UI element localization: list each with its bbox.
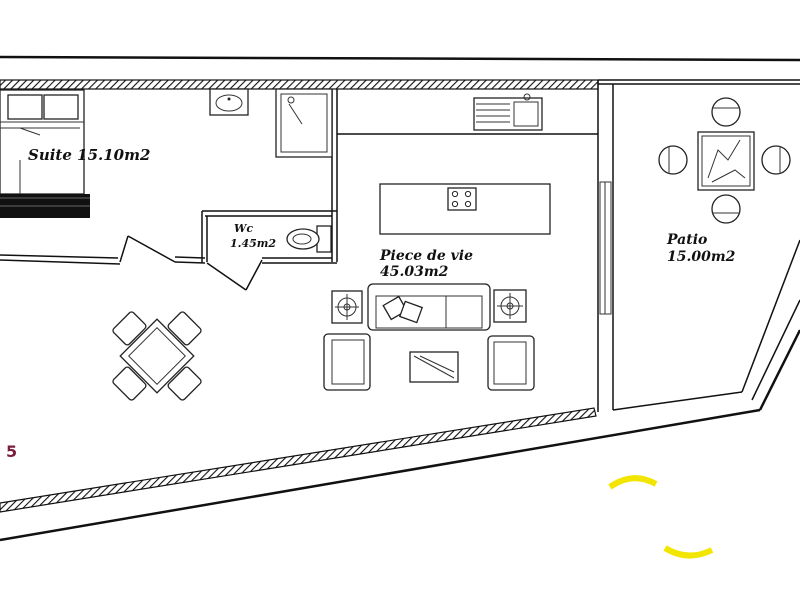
shower-tray	[275, 88, 333, 158]
cooktop	[447, 187, 477, 211]
toilet	[286, 225, 332, 253]
doors	[119, 235, 263, 291]
coffee-table	[409, 351, 459, 383]
compass-arc-top	[608, 475, 658, 490]
top-wall	[0, 79, 599, 90]
patio-chair-bottom	[711, 194, 741, 224]
kitchen-sink	[473, 97, 543, 131]
bathroom-fixtures	[209, 88, 333, 253]
bottom-wall	[0, 407, 597, 513]
edge-marker: 5	[6, 442, 17, 461]
dining-set	[112, 311, 202, 401]
room-label-suite-name: Suite 15.10m2	[28, 146, 150, 164]
compass-arc-bottom	[663, 545, 714, 559]
room-label-living-area: 45.03m2	[380, 264, 449, 280]
room-label-wc-area: 1.45m2	[230, 237, 276, 250]
room-label-living-name: Piece de vie	[379, 248, 473, 264]
patio-chair-right	[761, 145, 791, 175]
outer-boundary	[0, 55, 800, 542]
room-label-patio: Patio 15.00m2	[666, 232, 736, 265]
compass-arcs	[608, 475, 714, 559]
room-label-living: Piece de vie 45.03m2	[379, 248, 478, 280]
patio-table-set	[658, 97, 791, 224]
room-label-patio-name: Patio	[666, 232, 707, 248]
patio-chair-left	[658, 145, 688, 175]
room-label-suite: Suite 15.10m2	[28, 146, 150, 164]
armchair-right	[487, 335, 535, 391]
side-table-left	[331, 290, 363, 324]
room-label-wc: Wc 1.45m2	[230, 222, 276, 250]
patio-chair-top	[711, 97, 741, 127]
patio-outline	[597, 79, 800, 412]
bed	[0, 89, 90, 218]
room-label-wc-name: Wc	[234, 222, 253, 235]
room-label-patio-area: 15.00m2	[667, 249, 736, 265]
side-table-right	[493, 289, 527, 323]
kitchen	[379, 93, 551, 235]
interior-walls	[0, 89, 598, 265]
living-furniture	[323, 283, 535, 391]
sofa	[367, 283, 491, 331]
armchair-left	[323, 333, 371, 391]
